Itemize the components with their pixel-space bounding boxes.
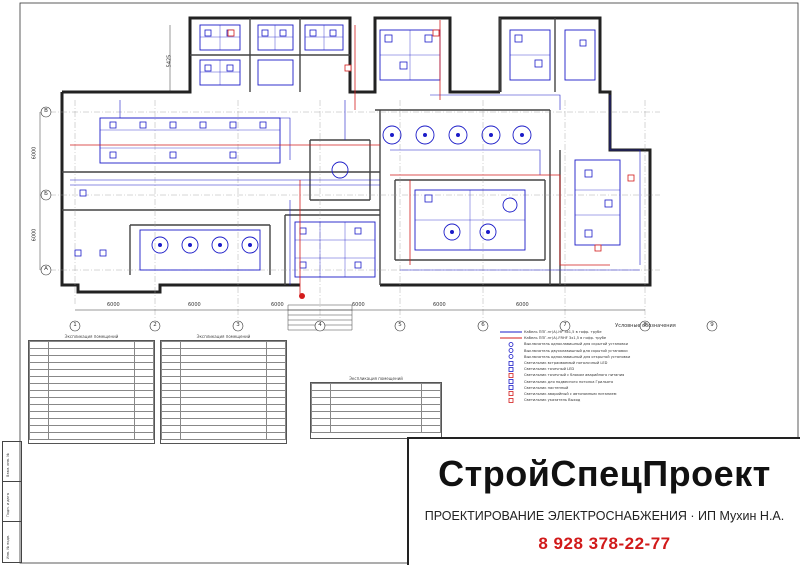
explication-table-3: Экспликация помещений [310,376,442,439]
table-grid [310,383,442,433]
axis-label-col: 4 [318,322,322,328]
stamp-label-2: Подп. и дата [6,493,10,517]
legend-symbol-icon [498,385,524,391]
legend-symbol-icon [498,366,524,372]
dimension-top-left: 5425 [166,54,173,68]
axis-label-row: А [44,266,48,272]
legend-item-label: Кабель ППГ-нг(А)-HF 3х1,5 в гофр. трубе [524,330,602,335]
axis-label-col: 1 [73,322,77,328]
explication-table-3-title: Экспликация помещений [349,376,403,381]
legend-symbol-icon [498,397,524,403]
company-service: ПРОЕКТИРОВАНИЕ ЭЛЕКТРОСНАБЖЕНИЯ · ИП Мух… [424,509,785,523]
legend-item-label: Светильник точечный с блоком аварийного … [524,373,625,378]
legend-item: Светильник точечный LED [498,366,793,372]
legend-item: Выключатель одноклавишный для открытой у… [498,354,793,360]
company-banner: СтройСпецПроект ПРОЕКТИРОВАНИЕ ЭЛЕКТРОСН… [407,437,800,565]
legend-symbol-icon [498,391,524,397]
dimension-label: 6000 [31,146,38,160]
stamp-label-1: Взам. инв. № [6,453,10,477]
legend-item-label: Выключатель одноклавишный для открытой у… [524,354,631,359]
axis-label-col: 5 [398,322,402,328]
legend-title: Условные обозначения [615,323,676,329]
company-phone: 8 928 378-22-77 [538,534,671,553]
explication-table-2: Экспликация помещений [160,334,287,444]
company-name: СтройСпецПроект [438,453,771,494]
dimension-label: 6000 [516,302,529,308]
legend-item: Светильник аварийный с автономным питани… [498,391,793,397]
table-grid [29,341,154,440]
legend-item: Светильник указатель Выход [498,397,793,403]
legend-item-label: Выключатель двухклавишный для скрытой ус… [524,348,628,353]
legend-symbol-icon [498,330,524,334]
dimension-label: 6000 [352,302,365,308]
legend-symbol-icon [498,342,524,347]
legend: Условные обозначения Кабель ППГ-нг(А)-HF… [498,323,793,453]
legend-item: Светильник настенный [498,385,793,391]
dimension-label: 6000 [31,228,38,242]
legend-symbol-icon [498,354,524,360]
axis-label-col: 2 [153,322,157,328]
axis-label-col: 3 [236,322,240,328]
legend-item: Светильник точечный с блоком аварийного … [498,372,793,378]
legend-item-label: Светильник точечный LED [524,367,575,372]
axis-label-col: 6 [481,322,485,328]
dimension-label: 6000 [188,302,201,308]
legend-symbol-icon [498,348,524,354]
axis-label-col: 8 [643,322,647,328]
dimension-label: 6000 [433,302,446,308]
explication-table-2-title: Экспликация помещений [196,334,251,339]
legend-symbol-icon [498,373,524,378]
table-grid [161,341,286,440]
dimension-label: 6000 [107,302,120,308]
axis-label-col: 9 [710,322,714,328]
legend-item: Кабель ППГ-нг(А)-HF 3х1,5 в гофр. трубе [498,329,793,335]
side-stamp: Взам. инв. № Подп. и дата Инв. № подл. [2,441,22,563]
dimension-label: 6000 [271,302,284,308]
legend-item: Выключатель двухклавишный для скрытой ус… [498,348,793,354]
explication-table-1: Экспликация помещений [28,334,155,444]
legend-symbol-icon [498,379,524,384]
legend-symbol-icon [498,360,524,366]
legend-symbol-icon [498,336,524,340]
explication-table-1-title: Экспликация помещений [64,334,119,339]
legend-item-label: Светильник встраиваемый потолочный LED [524,361,608,366]
axis-label-col: 7 [563,322,567,328]
legend-item-label: Светильник для подвесного потолка Грилья… [524,379,614,384]
legend-item-label: Светильник аварийный с автономным питани… [524,391,617,396]
legend-item: Выключатель одноклавишный для скрытой ус… [498,341,793,347]
axis-label-row: В [44,108,48,114]
axis-label-row: Б [44,191,48,197]
legend-item: Светильник встраиваемый потолочный LED [498,360,793,366]
legend-item-label: Светильник настенный [524,385,569,390]
legend-item: Кабель ППГ-нг(А)-FRHF 3х1,5 в гофр. труб… [498,335,793,341]
legend-item-label: Кабель ППГ-нг(А)-FRHF 3х1,5 в гофр. труб… [524,336,607,341]
legend-item-label: Светильник указатель Выход [524,398,581,403]
legend-item-label: Выключатель одноклавишный для скрытой ус… [524,342,628,347]
legend-item: Светильник для подвесного потолка Грилья… [498,379,793,385]
stamp-label-3: Инв. № подл. [6,534,10,559]
